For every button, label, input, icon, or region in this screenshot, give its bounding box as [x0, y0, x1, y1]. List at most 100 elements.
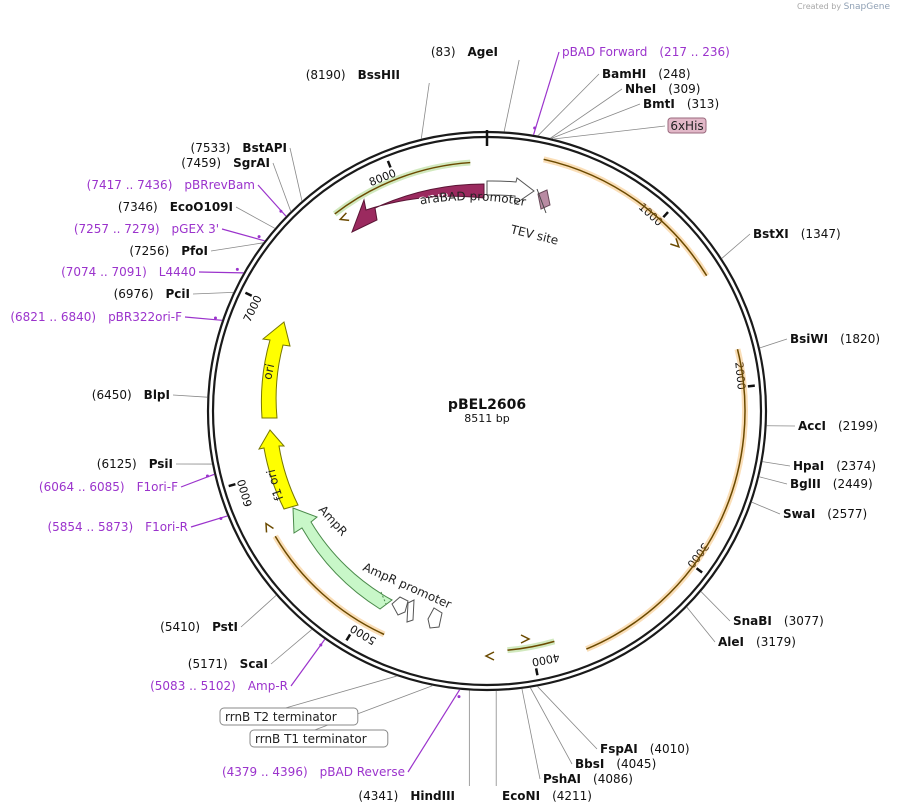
feature-arac[interactable] — [351, 183, 485, 233]
site-gap — [154, 287, 166, 301]
site-leader — [289, 147, 303, 201]
site-f1ori-r[interactable]: (5854 .. 5873) F1ori-R — [47, 515, 228, 534]
feature-ampr-promoter[interactable] — [391, 596, 409, 616]
site-scai[interactable]: (5171) ScaI — [188, 629, 313, 671]
site-bsiwi[interactable]: BsiWI (1820) — [759, 332, 880, 349]
site-name: PsiI — [149, 457, 173, 471]
site-name: F1ori-R — [145, 520, 188, 534]
site-label: (6125) PsiI — [97, 457, 173, 471]
site-psii[interactable]: (6125) PsiI — [97, 457, 213, 471]
site-pbad-forward[interactable]: pBAD Forward (217 .. 236) — [532, 45, 730, 136]
site-leader — [521, 688, 541, 780]
site-label: (83) AgeI — [431, 45, 498, 59]
site-name: BsiWI — [790, 332, 828, 346]
site-psti[interactable]: (5410) PstI — [160, 595, 277, 634]
feature-tev-site[interactable] — [537, 189, 551, 210]
site-pbr322ori-f[interactable]: (6821 .. 6840) pBR322ori-F — [10, 310, 223, 324]
site-pbrrevbam[interactable]: (7417 .. 7436) pBRrevBam — [87, 178, 287, 217]
site-alei[interactable]: AleI (3179) — [686, 606, 796, 649]
feature-arabad-promoter[interactable] — [486, 177, 535, 205]
site-gap — [647, 45, 659, 59]
site-name: BbsI — [575, 757, 604, 771]
primer-mark — [257, 235, 261, 239]
orf-arrowhead-1 — [670, 238, 681, 249]
site-label: BglII (2449) — [790, 477, 873, 491]
site-blpi[interactable]: (6450) BlpI — [92, 388, 208, 402]
site-label: (5083 .. 5102) Amp-R — [150, 679, 288, 693]
site-snabi[interactable]: SnaBI (3077) — [700, 591, 824, 628]
feature-box — [249, 729, 389, 748]
site-rrnb-t1-terminator[interactable]: rrnB T1 terminator — [249, 685, 433, 748]
site-agei[interactable]: (83) AgeI — [431, 45, 520, 132]
site-swai[interactable]: SwaI (2577) — [751, 501, 867, 521]
site-label: (6450) BlpI — [92, 388, 170, 402]
feature-ori[interactable] — [260, 321, 291, 419]
site-sgrai[interactable]: (7459) SgrAI — [181, 156, 292, 212]
site-bbsi[interactable]: BbsI (4045) — [529, 687, 656, 771]
site-name: pBR322ori-F — [108, 310, 182, 324]
site-gap — [815, 507, 827, 521]
site-bstapi[interactable]: (7533) BstAPI — [191, 141, 303, 201]
ruler-tick — [662, 211, 669, 219]
ruler-tick — [695, 567, 703, 574]
site-gap — [638, 742, 650, 756]
site-name: PciI — [166, 287, 191, 301]
ruler-tick — [345, 633, 352, 642]
site-pbad-reverse[interactable]: (4379 .. 4396) pBAD Reverse — [222, 689, 461, 779]
site-f1ori-f[interactable]: (6064 .. 6085) F1ori-F — [39, 473, 215, 494]
site-pgex-3[interactable]: (7257 .. 7279) pGEX 3' — [74, 222, 265, 242]
site-econi[interactable]: EcoNI (4211) — [495, 690, 592, 803]
feature-terminator-t1[interactable] — [406, 599, 415, 623]
site-pfoi[interactable]: (7256) PfoI — [129, 242, 264, 258]
site-pcii[interactable]: (6976) PciI — [114, 287, 234, 301]
site-position: (217 .. 236) — [659, 45, 729, 59]
site-bamhi[interactable]: BamHI (248) — [537, 67, 691, 136]
site-leader — [407, 689, 461, 773]
site-hindiii[interactable]: (4341) HindIII — [358, 690, 470, 803]
site-name: F1ori-F — [137, 480, 178, 494]
site-acci[interactable]: AccI (2199) — [766, 419, 878, 433]
site-label: (5410) PstI — [160, 620, 238, 634]
site-leader — [210, 242, 264, 252]
site-label: BmtI (313) — [643, 97, 719, 111]
site-position: (83) — [431, 45, 456, 59]
site-position: (3179) — [756, 635, 796, 649]
orf-arc-4 — [507, 640, 555, 651]
site-gap — [221, 156, 233, 170]
site-fspai[interactable]: FspAI (4010) — [537, 686, 690, 756]
site-bsshii[interactable]: (8190) BssHII — [306, 68, 430, 139]
site-bmti[interactable]: BmtI (313) — [550, 97, 719, 139]
site-gap — [160, 222, 172, 236]
feature-ampr[interactable] — [292, 507, 393, 610]
site-position: (6821 .. 6840) — [10, 310, 96, 324]
site-gap — [346, 68, 358, 82]
credit-brand: SnapGene — [843, 2, 890, 12]
site-label: (7257 .. 7279) pGEX 3' — [74, 222, 219, 236]
site-ecoo109i[interactable]: (7346) EcoO109I — [118, 200, 275, 229]
site-hpai[interactable]: HpaI (2374) — [762, 459, 876, 473]
tev-site-tick — [536, 188, 547, 214]
site-nhei[interactable]: NheI (309) — [550, 82, 700, 139]
site-rrnb-t2-terminator[interactable]: rrnB T2 terminator — [219, 675, 397, 726]
site-bglii[interactable]: BglII (2449) — [759, 476, 873, 491]
site-l4440[interactable]: (7074 .. 7091) L4440 — [61, 265, 244, 279]
site-name: EcoNI — [502, 789, 540, 803]
site-bstxi[interactable]: BstXI (1347) — [721, 227, 841, 259]
ruler-label: 7000 — [241, 293, 265, 324]
site-leader — [550, 88, 623, 139]
site-position: (3077) — [784, 614, 824, 628]
site-position: (6064 .. 6085) — [39, 480, 125, 494]
site-name: AleI — [718, 635, 744, 649]
primer-mark — [279, 209, 283, 213]
site-6xhis[interactable]: 6xHis — [553, 117, 707, 140]
site-amp-r[interactable]: (5083 .. 5102) Amp-R — [150, 638, 326, 693]
site-name: SwaI — [783, 507, 815, 521]
site-position: (6125) — [97, 457, 137, 471]
site-pshai[interactable]: PshAI (4086) — [521, 688, 633, 786]
site-label: SnaBI (3077) — [733, 614, 824, 628]
feature-f1-ori[interactable] — [258, 429, 299, 510]
site-position: (2577) — [827, 507, 867, 521]
feature-terminator-t2[interactable] — [427, 607, 443, 629]
site-name: pBAD Reverse — [320, 765, 405, 779]
